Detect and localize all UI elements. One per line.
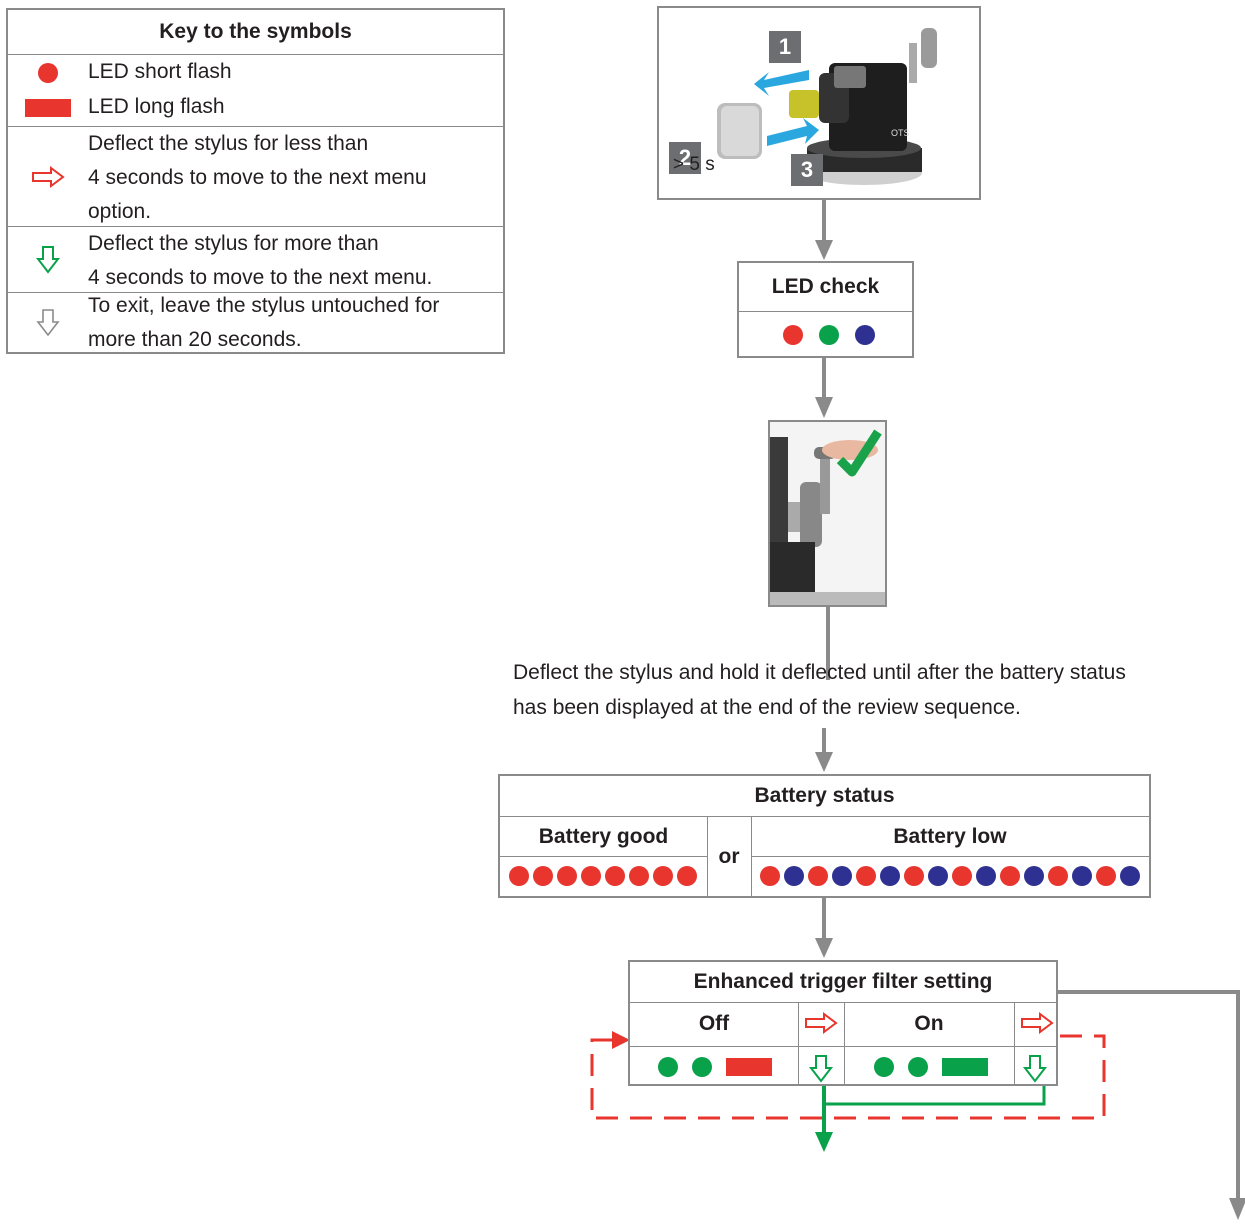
- key-row-text: To exit, leave the stylus untouched for: [88, 294, 440, 317]
- led-red-dot: [533, 866, 553, 886]
- led-red-dot: [605, 866, 625, 886]
- led-blue-dot: [1072, 866, 1092, 886]
- led-red-dot: [581, 866, 601, 886]
- finger-deflect-illustration: [770, 422, 885, 605]
- led-red-dot: [509, 866, 529, 886]
- led-red-dot: [653, 866, 673, 886]
- filter-on-option: On: [914, 1012, 944, 1035]
- key-row-text: 4 seconds to move to the next menu.: [88, 266, 433, 289]
- led-red-dot: [952, 866, 972, 886]
- filter-off-option: Off: [698, 1012, 730, 1035]
- key-row-text: LED long flash: [88, 95, 225, 118]
- connector-text-to-battery: [815, 728, 833, 772]
- key-row-text: more than 20 seconds.: [88, 328, 302, 351]
- led-red-dot: [1096, 866, 1116, 886]
- grey-down-arrow-icon: [8, 293, 88, 353]
- key-row-text: Deflect the stylus for less than: [88, 132, 369, 155]
- key-row-text: LED short flash: [88, 60, 232, 83]
- red-right-arrow-icon: [1020, 1012, 1054, 1039]
- key-title: Key to the symbols: [159, 20, 352, 43]
- led-red-dot: [629, 866, 649, 886]
- key-table: Key to the symbols LED short flash LED l…: [6, 8, 505, 354]
- probe-illustration: OTS: [717, 28, 937, 185]
- red-right-arrow-icon: [8, 127, 88, 227]
- led-green-dot: [874, 1057, 894, 1077]
- led-check-title: LED check: [771, 275, 880, 298]
- key-row-short-flash: LED short flash: [8, 54, 503, 91]
- battery-status-title: Battery status: [754, 784, 895, 807]
- duration-label: > 5 s: [673, 154, 715, 175]
- led-red-dot: [760, 866, 780, 886]
- led-green-long-flash: [942, 1058, 988, 1076]
- key-row-green-arrow: Deflect the stylus for more than 4 secon…: [8, 226, 503, 293]
- key-row-text: Deflect the stylus for more than: [88, 232, 379, 255]
- deflect-instruction: Deflect the stylus and hold it deflected…: [513, 655, 1233, 725]
- battery-status-table: Battery status Battery good or Battery l…: [498, 774, 1151, 898]
- step-1-tag: 1: [769, 31, 801, 63]
- led-blue-dot: [1024, 866, 1044, 886]
- green-down-arrow-icon: [808, 1054, 834, 1089]
- led-red-dot: [557, 866, 577, 886]
- led-red-dot: [808, 866, 828, 886]
- led-check-sequence: [783, 325, 875, 345]
- led-blue-dot: [855, 325, 875, 345]
- battery-good-sequence: [509, 866, 697, 886]
- led-green-dot: [658, 1057, 678, 1077]
- connector-battery-to-filter: [815, 898, 833, 958]
- led-blue-dot: [928, 866, 948, 886]
- filter-on-led-sequence: [874, 1057, 988, 1077]
- key-row-long-flash: LED long flash: [8, 90, 503, 126]
- led-blue-dot: [1120, 866, 1140, 886]
- or-label: or: [718, 845, 740, 868]
- battery-low-label: Battery low: [893, 825, 1007, 848]
- step-3-tag: 3: [791, 154, 823, 186]
- green-down-arrow-icon: [8, 227, 88, 293]
- led-blue-dot: [976, 866, 996, 886]
- key-row-grey-arrow: To exit, leave the stylus untouched for …: [8, 292, 503, 353]
- led-short-flash-icon: [8, 55, 88, 91]
- led-red-long-flash: [726, 1058, 772, 1076]
- green-next-menu-path: [815, 1086, 1046, 1152]
- led-red-dot: [1048, 866, 1068, 886]
- filter-setting-table: Enhanced trigger filter setting Off On: [628, 960, 1058, 1086]
- stylus-deflect-photo: [768, 420, 887, 607]
- led-blue-dot: [832, 866, 852, 886]
- led-red-dot: [677, 866, 697, 886]
- key-row-text: option.: [88, 200, 152, 223]
- led-red-dot: [904, 866, 924, 886]
- red-right-arrow-icon: [804, 1012, 838, 1039]
- key-row-text: 4 seconds to move to the next menu: [88, 166, 427, 189]
- connector-exit-path: [1058, 990, 1245, 1220]
- connector-photo-to-led: [815, 200, 833, 260]
- led-red-dot: [856, 866, 876, 886]
- filter-setting-title: Enhanced trigger filter setting: [693, 970, 993, 993]
- led-green-dot: [692, 1057, 712, 1077]
- led-blue-dot: [784, 866, 804, 886]
- filter-off-led-sequence: [658, 1057, 772, 1077]
- led-blue-dot: [880, 866, 900, 886]
- device-label: OTS: [891, 128, 910, 138]
- battery-install-photo: OTS 1 2 > 5 s 3: [657, 6, 981, 200]
- led-green-dot: [819, 325, 839, 345]
- led-long-flash-icon: [8, 90, 88, 126]
- battery-low-sequence: [760, 866, 1140, 886]
- battery-good-label: Battery good: [538, 825, 669, 848]
- instruction-line: Deflect the stylus and hold it deflected…: [513, 661, 1126, 684]
- step-2-tag: 2: [669, 142, 701, 174]
- instruction-line: has been displayed at the end of the rev…: [513, 696, 1021, 719]
- led-green-dot: [908, 1057, 928, 1077]
- connector-led-to-finger: [815, 358, 833, 418]
- green-down-arrow-icon: [1022, 1054, 1048, 1089]
- led-red-dot: [783, 325, 803, 345]
- led-check-box: LED check: [737, 261, 914, 358]
- key-row-red-arrow: Deflect the stylus for less than 4 secon…: [8, 126, 503, 227]
- led-red-dot: [1000, 866, 1020, 886]
- red-loop-path: [590, 1031, 1106, 1120]
